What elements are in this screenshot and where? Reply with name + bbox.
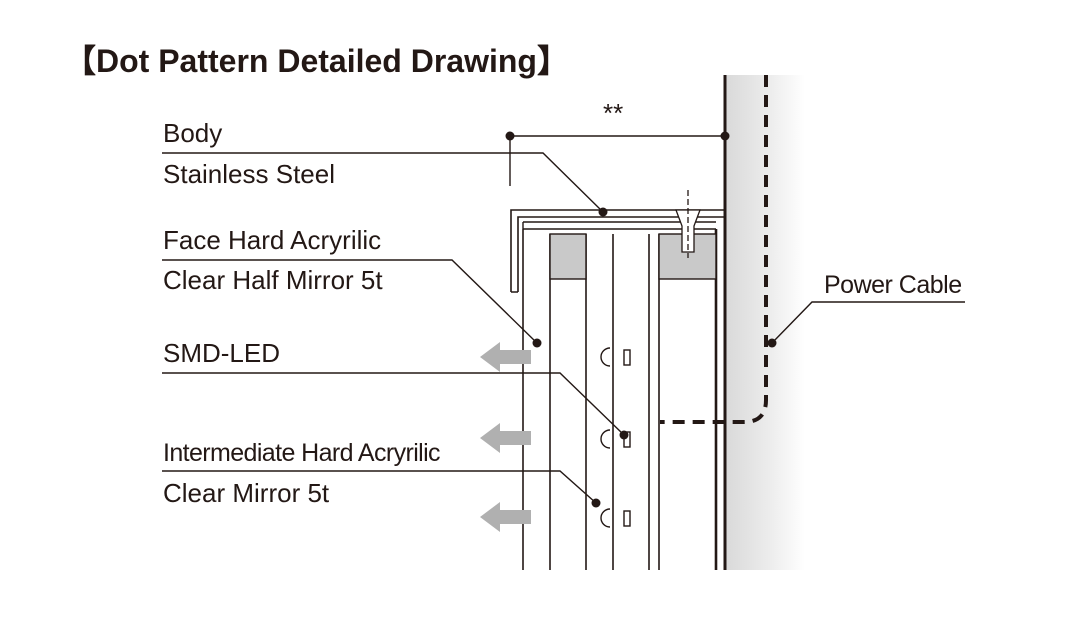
light-arrow-icon	[480, 502, 531, 532]
power-cable-path	[660, 75, 768, 424]
dimension-end-left	[505, 131, 515, 141]
leader-face	[162, 259, 538, 344]
label-face-material: Clear Half Mirror 5t	[163, 265, 383, 295]
label-led: SMD-LED	[163, 338, 280, 368]
body-cap	[510, 209, 725, 293]
screw-icon	[675, 190, 701, 258]
spacer-block-left	[549, 233, 587, 280]
light-arrow-icon	[480, 342, 531, 372]
label-face: Face Hard Acryrilic	[163, 225, 381, 255]
label-intermediate-material: Clear Mirror 5t	[163, 478, 330, 508]
leader-body	[162, 152, 604, 213]
light-arrow-icon	[480, 423, 531, 453]
label-body-material: Stainless Steel	[163, 159, 335, 189]
leader-power-cable	[771, 301, 965, 344]
dimension-mark: **	[603, 98, 623, 128]
dimension-end-right	[720, 131, 730, 141]
label-intermediate: Intermediate Hard Acryrilic	[163, 439, 440, 467]
acrylic-panels	[522, 229, 718, 570]
label-power-cable: Power Cable	[824, 271, 962, 299]
leader-intermediate	[162, 470, 597, 504]
led-1	[600, 347, 631, 367]
led-3	[600, 508, 631, 528]
leader-led	[162, 372, 625, 436]
label-body: Body	[163, 118, 222, 148]
drawing-title: 【Dot Pattern Detailed Drawing】	[64, 43, 569, 79]
